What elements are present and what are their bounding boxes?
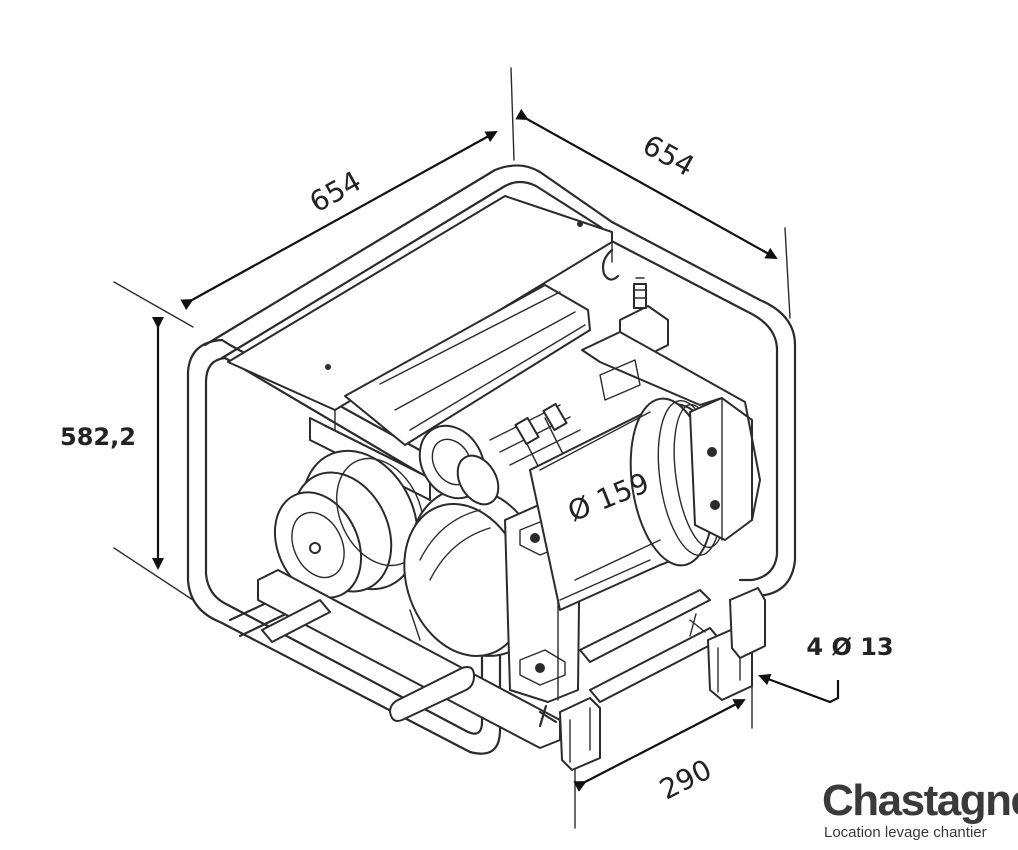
top-housing: [227, 195, 669, 441]
dim-width-label: 654: [304, 164, 367, 219]
dim-depth-label: 654: [637, 128, 700, 183]
winch-drum: [529, 331, 761, 611]
dim-mounting-holes-label: 4 Ø 13: [806, 633, 893, 661]
logo-tagline: Location levage chantier: [824, 824, 987, 841]
dim-height-label: 582,2: [60, 423, 136, 451]
capstan-pulley: [273, 449, 424, 599]
coupling: [418, 402, 581, 506]
base-skids: [257, 569, 766, 771]
dimension-arrows: [152, 108, 840, 792]
dim-base-spacing-label: 290: [654, 753, 717, 807]
chastagner-logo: Chastagner Location levage chantier: [822, 776, 1018, 844]
logo-name: Chastagner: [822, 776, 1018, 825]
